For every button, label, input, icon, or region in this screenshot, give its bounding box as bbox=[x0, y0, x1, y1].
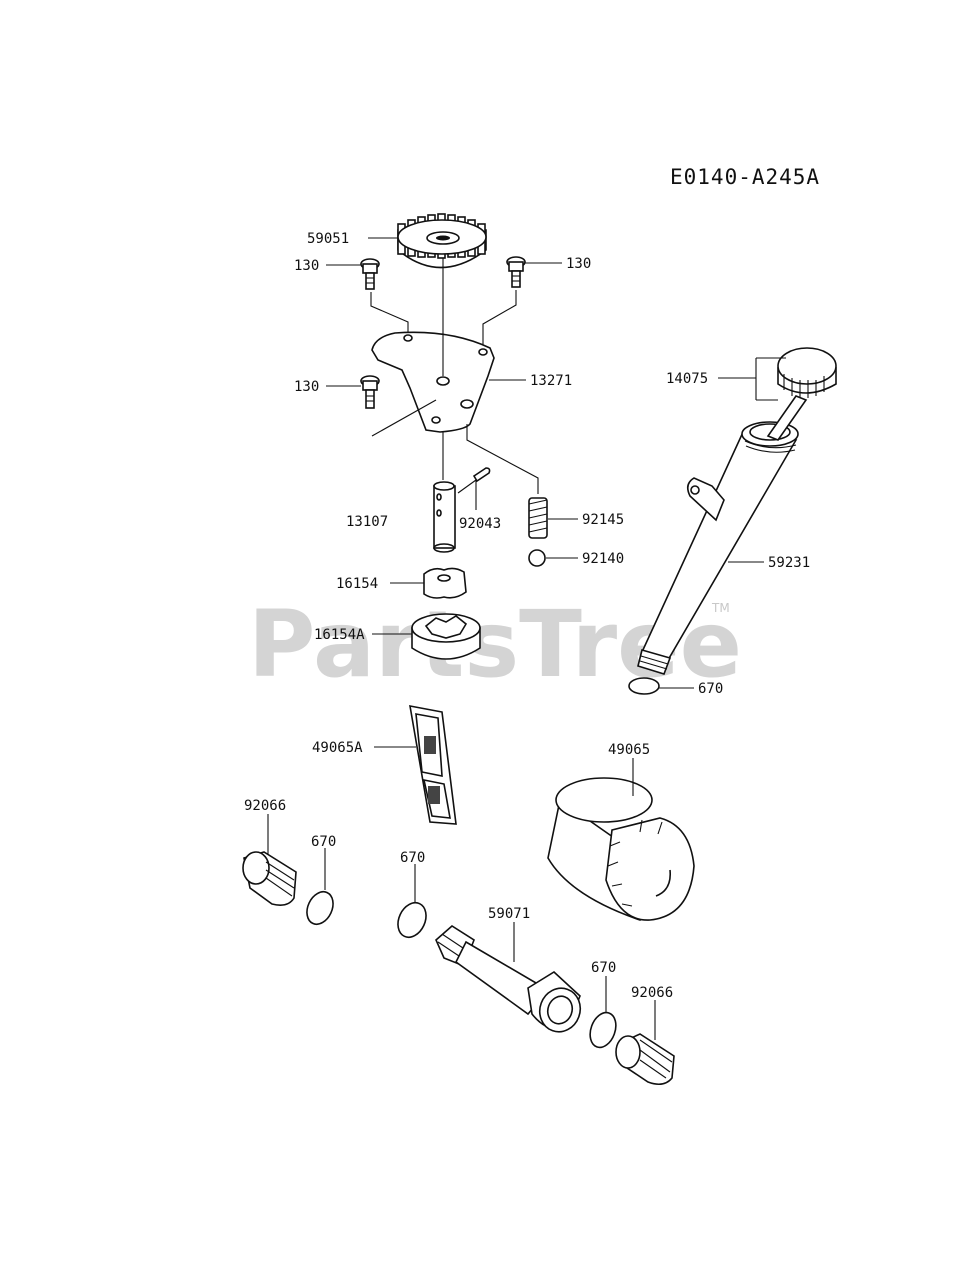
part-92043-pin[interactable] bbox=[472, 467, 491, 483]
part-13107-pump-shaft[interactable] bbox=[433, 481, 456, 553]
part-59051-gear[interactable] bbox=[397, 213, 487, 269]
trademark: TM bbox=[711, 601, 730, 615]
label-92066-left: 92066 bbox=[244, 798, 286, 814]
part-670-oring-left[interactable] bbox=[302, 888, 338, 929]
label-13107: 13107 bbox=[346, 514, 388, 530]
part-13271-pump-cover-plate[interactable] bbox=[371, 331, 495, 433]
part-16154A-outer-rotor[interactable] bbox=[411, 613, 481, 660]
part-14075-dipstick[interactable] bbox=[766, 347, 837, 441]
part-59071-filter-pipe[interactable] bbox=[435, 925, 586, 1038]
label-92043: 92043 bbox=[459, 516, 501, 532]
part-130-bolt-left-mid[interactable] bbox=[360, 375, 380, 409]
part-670-oring-tube[interactable] bbox=[628, 677, 660, 695]
label-59231: 59231 bbox=[768, 555, 810, 571]
label-92066-right: 92066 bbox=[631, 985, 673, 1001]
label-16154A: 16154A bbox=[314, 627, 365, 643]
part-92145-relief-spring[interactable] bbox=[528, 497, 548, 539]
part-130-bolt-right-top[interactable] bbox=[506, 256, 526, 288]
part-49065-oil-filter[interactable] bbox=[547, 777, 695, 922]
part-130-bolt-left-top[interactable] bbox=[360, 258, 380, 290]
part-670-oring-right[interactable] bbox=[586, 1009, 621, 1051]
label-92140: 92140 bbox=[582, 551, 624, 567]
part-92066-drain-plug-right[interactable] bbox=[615, 1033, 675, 1086]
label-92145: 92145 bbox=[582, 512, 624, 528]
part-670-oring-mid[interactable] bbox=[393, 898, 432, 942]
diagram-code: E0140-A245A bbox=[670, 165, 820, 189]
label-130-left-top: 130 bbox=[294, 258, 319, 274]
part-92140-steel-ball[interactable] bbox=[528, 549, 546, 567]
label-49065: 49065 bbox=[608, 742, 650, 758]
label-16154: 16154 bbox=[336, 576, 378, 592]
label-670-left: 670 bbox=[311, 834, 336, 850]
label-670-right: 670 bbox=[591, 960, 616, 976]
label-670-mid: 670 bbox=[400, 850, 425, 866]
label-59071: 59071 bbox=[488, 906, 530, 922]
part-49065A-oil-strainer[interactable] bbox=[409, 705, 457, 825]
label-130-left-mid: 130 bbox=[294, 379, 319, 395]
label-670-tube: 670 bbox=[698, 681, 723, 697]
label-13271: 13271 bbox=[530, 373, 572, 389]
label-14075: 14075 bbox=[666, 371, 708, 387]
label-59051: 59051 bbox=[307, 231, 349, 247]
part-92066-drain-plug-left[interactable] bbox=[242, 851, 297, 906]
label-130-right-top: 130 bbox=[566, 256, 591, 272]
part-16154-inner-rotor[interactable] bbox=[423, 567, 467, 599]
label-49065A: 49065A bbox=[312, 740, 363, 756]
